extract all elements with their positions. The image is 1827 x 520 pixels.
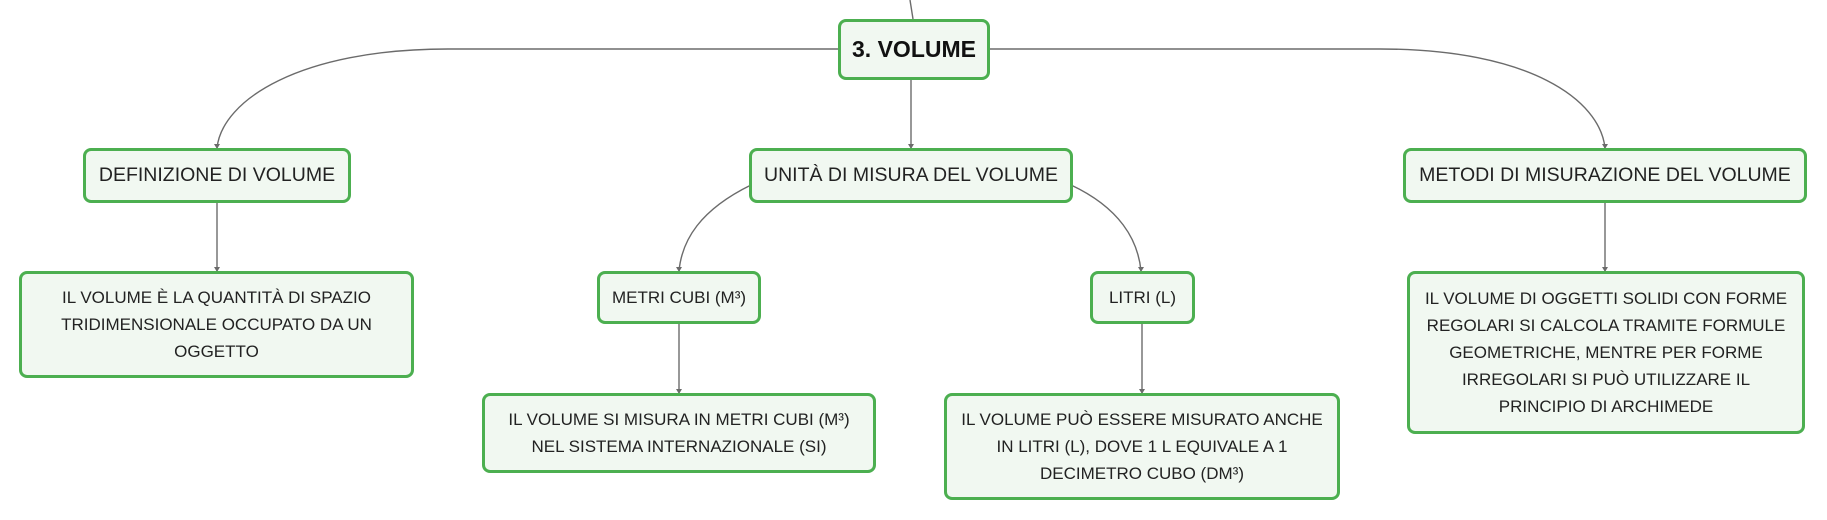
branch-metodi-di-misurazione-label: METODI DI MISURAZIONE DEL VOLUME <box>1419 164 1791 186</box>
root-topic[interactable]: 3. VOLUME <box>838 19 990 80</box>
branch-unita-di-misura[interactable]: UNITÀ DI MISURA DEL VOLUME <box>749 148 1073 203</box>
litri-detail-text: IL VOLUME PUÒ ESSERE MISURATO ANCHE IN L… <box>961 410 1323 483</box>
metri-cubi-detail-text: IL VOLUME SI MISURA IN METRI CUBI (M³) N… <box>508 410 850 456</box>
litri-detail[interactable]: IL VOLUME PUÒ ESSERE MISURATO ANCHE IN L… <box>944 393 1340 500</box>
connector-parent-to-root <box>909 0 914 20</box>
unit-litri[interactable]: LITRI (L) <box>1090 271 1195 324</box>
definizione-detail-text: IL VOLUME È LA QUANTITÀ DI SPAZIO TRIDIM… <box>61 288 372 361</box>
definizione-detail[interactable]: IL VOLUME È LA QUANTITÀ DI SPAZIO TRIDIM… <box>19 271 414 378</box>
connector-unita-to-litri <box>1070 184 1142 272</box>
branch-unita-di-misura-label: UNITÀ DI MISURA DEL VOLUME <box>764 164 1058 186</box>
metodi-detail[interactable]: IL VOLUME DI OGGETTI SOLIDI CON FORME RE… <box>1407 271 1805 434</box>
branch-metodi-di-misurazione[interactable]: METODI DI MISURAZIONE DEL VOLUME <box>1403 148 1807 203</box>
connector-unita-to-metri <box>678 184 752 272</box>
unit-metri-cubi[interactable]: METRI CUBI (M³) <box>597 271 761 324</box>
unit-metri-cubi-label: METRI CUBI (M³) <box>611 287 747 307</box>
connector-root-to-definizione <box>216 48 838 149</box>
root-topic-label: 3. VOLUME <box>852 36 976 62</box>
branch-definizione[interactable]: DEFINIZIONE DI VOLUME <box>83 148 351 203</box>
metodi-detail-text: IL VOLUME DI OGGETTI SOLIDI CON FORME RE… <box>1424 289 1788 416</box>
branch-definizione-label: DEFINIZIONE DI VOLUME <box>98 164 336 186</box>
metri-cubi-detail[interactable]: IL VOLUME SI MISURA IN METRI CUBI (M³) N… <box>482 393 876 473</box>
connector-root-to-metodi <box>990 48 1606 149</box>
unit-litri-label: LITRI (L) <box>1108 287 1177 307</box>
